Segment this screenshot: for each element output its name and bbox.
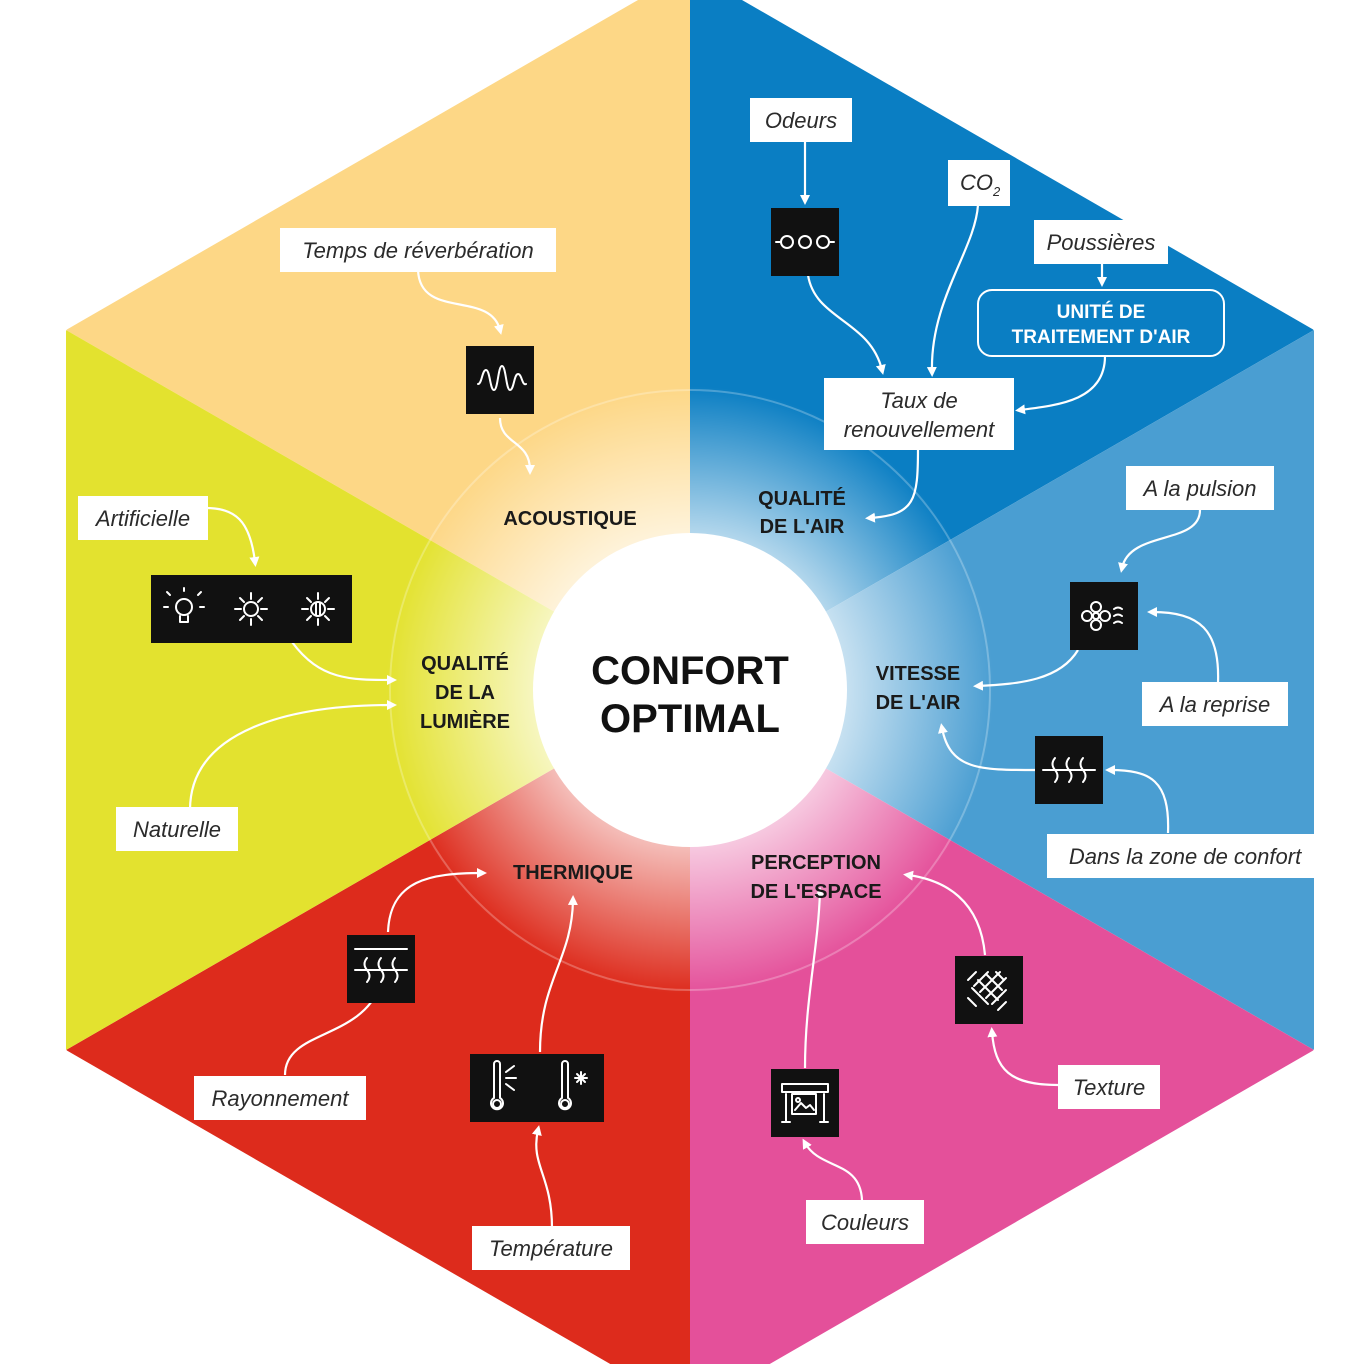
- category-perception-line2: DE L'ESPACE: [750, 881, 881, 903]
- arrow-reverberation: [416, 269, 504, 335]
- category-thermique: THERMIQUE: [513, 862, 633, 884]
- label-reverberation: Temps de réverbération: [280, 228, 556, 272]
- fabric-texture-icon: [955, 956, 1023, 1024]
- label-pulsion: A la pulsion: [1126, 466, 1274, 510]
- label-texture: Texture: [1058, 1065, 1160, 1109]
- label-temperature: Température: [472, 1226, 630, 1270]
- svg-text:TRAITEMENT D'AIR: TRAITEMENT D'AIR: [1012, 327, 1191, 348]
- printer-image-icon: [771, 1069, 839, 1137]
- label-reprise: A la reprise: [1142, 682, 1288, 726]
- connector-arrows: [188, 140, 1220, 1229]
- category-lumiere-line1: QUALITÉ: [421, 652, 509, 675]
- category-qualite-air-line2: DE L'AIR: [760, 516, 845, 538]
- arrow-unite: [1015, 355, 1107, 415]
- arrow-couleurs: [802, 1138, 864, 1201]
- arrow-texture: [987, 1027, 1059, 1087]
- arrow-to-acoustique: [498, 417, 535, 475]
- svg-text:Dans la zone de confort: Dans la zone de confort: [1069, 844, 1302, 869]
- svg-text:Artificielle: Artificielle: [94, 506, 190, 531]
- svg-text:Texture: Texture: [1073, 1075, 1146, 1100]
- arrow-radiant: [386, 868, 487, 933]
- svg-text:Odeurs: Odeurs: [765, 108, 837, 133]
- radiant-heater-icon: [347, 935, 415, 1003]
- lighting-icons-group: [151, 575, 352, 643]
- arrow-heater-to-vitesse: [938, 723, 1036, 772]
- sun-icon: [234, 592, 268, 626]
- sound-wave-icon: [466, 346, 534, 414]
- arrow-taux: [865, 447, 920, 523]
- svg-text:Poussières: Poussières: [1047, 230, 1156, 255]
- category-lumiere-line2: DE LA: [435, 682, 495, 704]
- center-circle: [533, 533, 847, 847]
- label-poussieres: Poussières: [1034, 220, 1168, 264]
- label-naturelle: Naturelle: [116, 807, 238, 851]
- arrow-temperature: [532, 1125, 554, 1229]
- dimmed-sun-icon: [301, 592, 335, 626]
- label-zone-confort: Dans la zone de confort: [1047, 834, 1323, 878]
- arrow-zone-confort: [1105, 765, 1170, 834]
- svg-text:UNITÉ DE: UNITÉ DE: [1057, 301, 1146, 323]
- molecule-icon: [771, 208, 839, 276]
- inner-ring: [389, 389, 991, 991]
- arrow-molecule: [806, 274, 886, 375]
- svg-text:Taux de: Taux de: [880, 388, 957, 413]
- thermometers-icon-group: [470, 1054, 604, 1122]
- arrow-lamps: [291, 641, 397, 685]
- category-vitesse-air-line2: DE L'AIR: [876, 692, 961, 714]
- arrow-texture-icon: [903, 870, 987, 956]
- heater-icon: [1035, 736, 1103, 804]
- co2-text: CO: [960, 170, 993, 195]
- svg-text:A la pulsion: A la pulsion: [1142, 476, 1257, 501]
- label-couleurs: Couleurs: [806, 1200, 924, 1244]
- label-rayonnement: Rayonnement: [194, 1076, 366, 1120]
- category-acoustique: ACOUSTIQUE: [503, 508, 636, 530]
- arrow-printer: [803, 887, 825, 1069]
- bulb-icon: [163, 587, 205, 623]
- svg-text:renouvellement: renouvellement: [844, 417, 995, 442]
- label-odeurs: Odeurs: [750, 98, 852, 142]
- category-vitesse-air-line1: VITESSE: [876, 663, 960, 685]
- svg-text:Naturelle: Naturelle: [133, 817, 221, 842]
- arrow-pulsion: [1118, 509, 1202, 573]
- label-taux-renouvellement: Taux de renouvellement: [824, 378, 1014, 450]
- svg-text:Temps de réverbération: Temps de réverbération: [302, 238, 534, 263]
- label-artificielle: Artificielle: [78, 496, 208, 540]
- arrow-thermometers: [538, 895, 578, 1053]
- arrow-fan-to-vitesse: [973, 649, 1079, 691]
- label-co2: CO2: [948, 160, 1010, 206]
- category-qualite-air-line1: QUALITÉ: [758, 487, 846, 510]
- co2-subscript: 2: [992, 184, 1001, 199]
- fan-air-icon: [1070, 582, 1138, 650]
- thermometer-hot-icon: [490, 1060, 517, 1111]
- svg-text:Température: Température: [489, 1236, 613, 1261]
- svg-text:Couleurs: Couleurs: [821, 1210, 909, 1235]
- unite-traitement-air-box: UNITÉ DE TRAITEMENT D'AIR: [977, 289, 1225, 357]
- arrow-naturelle: [188, 700, 397, 811]
- arrow-reprise: [1147, 607, 1220, 684]
- category-perception-line1: PERCEPTION: [751, 852, 881, 874]
- svg-text:A la reprise: A la reprise: [1158, 692, 1270, 717]
- category-lumiere-line3: LUMIÈRE: [420, 710, 510, 733]
- arrow-co2: [926, 204, 980, 377]
- arrow-artificielle: [204, 506, 260, 567]
- svg-text:CO2: CO2: [960, 170, 1001, 199]
- center-title-line1: CONFORT: [591, 649, 789, 693]
- thermometer-cold-icon: [558, 1060, 588, 1111]
- svg-text:Rayonnement: Rayonnement: [212, 1086, 350, 1111]
- center-title-line2: OPTIMAL: [600, 697, 780, 741]
